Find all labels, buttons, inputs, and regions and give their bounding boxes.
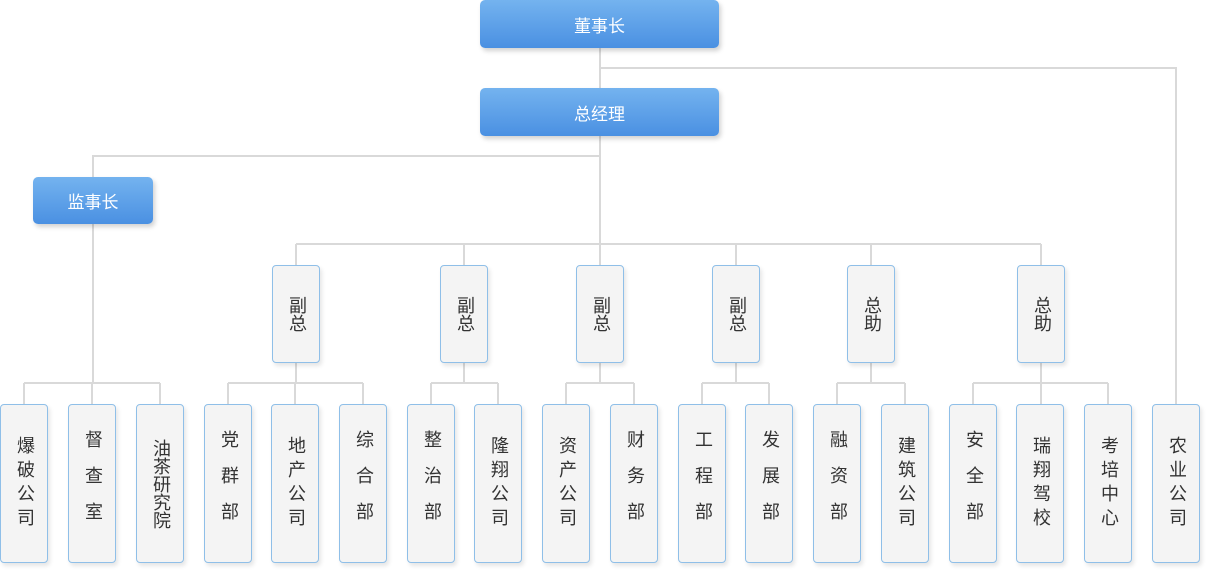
connector [972,363,1109,404]
deputy-node: 副总 [576,265,624,363]
department-label: 发展部 [759,429,780,538]
department-node: 党群部 [204,404,252,563]
department-label: 爆破公司 [14,435,35,532]
connector [600,67,1177,404]
department-node: 综合部 [339,404,387,563]
department-node: 爆破公司 [0,404,48,563]
assistant-label: 总助 [1031,296,1052,332]
general-manager-node: 总经理 [480,88,719,136]
department-node: 融资部 [813,404,861,563]
department-label: 隆翔公司 [488,435,509,532]
deputy-node: 副总 [272,265,320,363]
department-label: 农业公司 [1166,435,1187,532]
department-label: 党群部 [218,429,239,538]
connector [701,363,770,404]
supervisor-node: 监事长 [33,177,153,224]
connector [227,363,364,404]
department-node: 整治部 [407,404,455,563]
assistant-node: 总助 [1017,265,1065,363]
connector [92,136,601,177]
department-node: 发展部 [745,404,793,563]
department-node: 资产公司 [542,404,590,563]
assistant-label: 总助 [861,296,882,332]
connector [23,383,161,404]
deputy-label: 副总 [454,296,475,332]
department-node: 地产公司 [271,404,319,563]
department-label: 建筑公司 [895,435,916,532]
supervisor-label: 监事长 [67,193,119,213]
assistant-node: 总助 [847,265,895,363]
general-manager-label: 总经理 [574,104,625,125]
department-node: 安全部 [949,404,997,563]
department-label: 融资部 [827,429,848,538]
department-label: 安全部 [963,429,984,538]
department-node: 督查室 [68,404,116,563]
department-node: 瑞翔驾校 [1016,404,1064,563]
department-label: 考培中心 [1098,435,1119,532]
department-node: 隆翔公司 [474,404,522,563]
deputy-label: 副总 [726,296,747,332]
connector [836,363,906,404]
department-label: 督查室 [82,429,103,538]
department-node: 油茶研究院 [136,404,184,563]
chairman-label: 董事长 [574,16,625,37]
department-node: 农业公司 [1152,404,1200,563]
department-label: 油茶研究院 [150,438,171,529]
department-label: 工程部 [692,429,713,538]
department-label: 整治部 [421,429,442,538]
department-label: 瑞翔驾校 [1030,435,1051,532]
department-node: 建筑公司 [881,404,929,563]
deputy-node: 副总 [440,265,488,363]
department-node: 财务部 [610,404,658,563]
department-label: 资产公司 [556,435,577,532]
department-label: 综合部 [353,429,374,538]
connector [565,363,635,404]
department-node: 工程部 [678,404,726,563]
deputy-node: 副总 [712,265,760,363]
deputy-label: 副总 [590,296,611,332]
department-label: 地产公司 [285,435,306,532]
department-node: 考培中心 [1084,404,1132,563]
chairman-node: 董事长 [480,0,719,48]
connector [430,363,499,404]
deputy-label: 副总 [286,296,307,332]
department-label: 财务部 [624,429,645,538]
